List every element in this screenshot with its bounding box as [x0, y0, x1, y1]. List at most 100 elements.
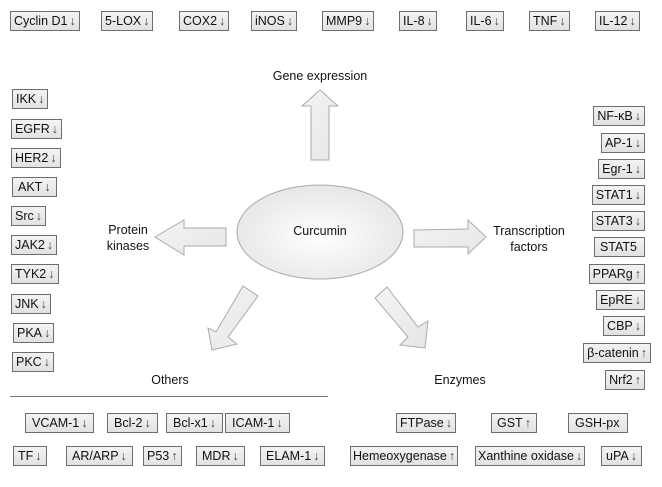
target-name: IL-6 — [470, 14, 492, 28]
effect-arrow-icon: ↓ — [276, 416, 283, 430]
target-box: IL-6↓ — [466, 11, 504, 31]
others-divider — [10, 396, 328, 397]
effect-arrow-icon: ↓ — [44, 180, 51, 194]
target-box: TNF↓ — [529, 11, 570, 31]
effect-arrow-icon: ↓ — [144, 416, 151, 430]
target-box: ELAM-1↓ — [260, 446, 326, 466]
effect-arrow-icon: ↓ — [634, 162, 641, 176]
target-name: β-catenin — [587, 346, 639, 360]
target-name: COX2 — [183, 14, 218, 28]
effect-arrow-icon: ↓ — [50, 151, 57, 165]
target-name: Bcl-x1 — [173, 416, 208, 430]
target-box: STAT1↓ — [591, 185, 645, 205]
target-name: AP-1 — [604, 136, 633, 150]
target-name: STAT3 — [595, 214, 633, 228]
target-name: uPA — [606, 449, 629, 463]
target-name: STAT1 — [595, 188, 633, 202]
target-name: NF-κB — [597, 109, 633, 123]
effect-arrow-icon: ↓ — [634, 293, 641, 307]
effect-arrow-icon: ↓ — [81, 416, 88, 430]
target-box: STAT5 — [593, 237, 645, 257]
category-others: Others — [151, 373, 189, 387]
effect-arrow-icon: ↓ — [634, 136, 641, 150]
target-box: ICAM-1↓ — [225, 413, 290, 433]
effect-arrow-icon: ↓ — [634, 214, 641, 228]
effect-arrow-icon: ↓ — [559, 14, 566, 28]
target-name: Bcl-2 — [114, 416, 143, 430]
effect-arrow-icon: ↑ — [448, 449, 456, 463]
effect-arrow-icon: ↓ — [44, 326, 51, 340]
category-protein-kinases-line1: Protein — [108, 223, 148, 237]
effect-arrow-icon: ↓ — [630, 449, 637, 463]
target-box: NF-κB↓ — [593, 106, 645, 126]
effect-arrow-icon: ↓ — [634, 319, 641, 333]
target-name: Xanthine oxidase — [478, 449, 574, 463]
target-name: Egr-1 — [602, 162, 633, 176]
arrow-down-right-enzymes — [374, 286, 429, 349]
target-box: β-catenin↑ — [583, 343, 651, 363]
effect-arrow-icon: ↓ — [232, 449, 239, 463]
target-name: TYK2 — [15, 267, 47, 281]
effect-arrow-icon: ↓ — [43, 355, 50, 369]
target-name: FTPase — [400, 416, 444, 430]
target-name: EGFR — [15, 122, 50, 136]
target-name: Cyclin D1 — [14, 14, 68, 28]
effect-arrow-icon: ↓ — [445, 416, 453, 430]
target-box: TYK2↓ — [11, 264, 59, 284]
target-box: EpRE↓ — [596, 290, 645, 310]
target-name: PKA — [17, 326, 43, 340]
target-name: P53 — [147, 449, 170, 463]
effect-arrow-icon: ↓ — [286, 14, 294, 28]
target-name: PKC — [16, 355, 42, 369]
target-box: GSH-px — [568, 413, 629, 433]
target-box: COX2↓ — [179, 11, 230, 31]
target-box: JNK↓ — [11, 294, 51, 314]
target-box: Xanthine oxidase↓ — [475, 446, 586, 466]
target-name: Nrf2 — [609, 373, 633, 387]
curcumin-node — [236, 184, 404, 280]
category-protein-kinases-line2: kinases — [106, 239, 150, 253]
effect-arrow-icon: ↓ — [634, 188, 641, 202]
effect-arrow-icon: ↑ — [171, 449, 178, 463]
effect-arrow-icon: ↓ — [46, 238, 54, 252]
effect-arrow-icon: ↑ — [524, 416, 531, 430]
effect-arrow-icon: ↓ — [575, 449, 583, 463]
effect-arrow-icon: ↓ — [35, 449, 42, 463]
category-transcription-factors-line2: factors — [510, 240, 548, 254]
effect-arrow-icon: ↓ — [313, 449, 320, 463]
target-name: PPARg — [592, 267, 633, 281]
arrow-right-transcription-factors — [413, 218, 487, 256]
target-name: IKK — [16, 92, 37, 106]
effect-arrow-icon: ↓ — [426, 14, 433, 28]
target-name: iNOS — [255, 14, 285, 28]
target-box: GST↑ — [491, 413, 537, 433]
target-box: PKC↓ — [12, 352, 54, 372]
target-name: JNK — [15, 297, 39, 311]
effect-arrow-icon: ↓ — [38, 92, 45, 106]
target-name: ICAM-1 — [232, 416, 275, 430]
target-box: AR/ARP↓ — [66, 446, 133, 466]
effect-arrow-icon: ↓ — [143, 14, 150, 28]
target-box: PKA↓ — [13, 323, 55, 343]
category-transcription-factors: Transcription factors — [484, 223, 574, 255]
effect-arrow-icon: ↓ — [35, 209, 42, 223]
target-box: AKT↓ — [12, 177, 57, 197]
target-box: IL-12↓ — [595, 11, 640, 31]
effect-arrow-icon: ↓ — [48, 267, 55, 281]
target-name: 5-LOX — [105, 14, 142, 28]
effect-arrow-icon: ↓ — [219, 14, 226, 28]
target-name: MDR — [202, 449, 231, 463]
effect-arrow-icon: ↑ — [634, 373, 641, 387]
target-box: Src↓ — [11, 206, 46, 226]
target-name: VCAM-1 — [32, 416, 80, 430]
target-name: EpRE — [600, 293, 633, 307]
target-name: TNF — [533, 14, 558, 28]
target-box: Cyclin D1↓ — [10, 11, 80, 31]
target-box: MMP9↓ — [322, 11, 375, 31]
target-box: P53↑ — [143, 446, 182, 466]
target-box: PPARg↑ — [588, 264, 645, 284]
target-box: AP-1↓ — [600, 133, 645, 153]
target-name: HER2 — [15, 151, 49, 165]
target-box: Hemeoxygenase↑ — [350, 446, 459, 466]
